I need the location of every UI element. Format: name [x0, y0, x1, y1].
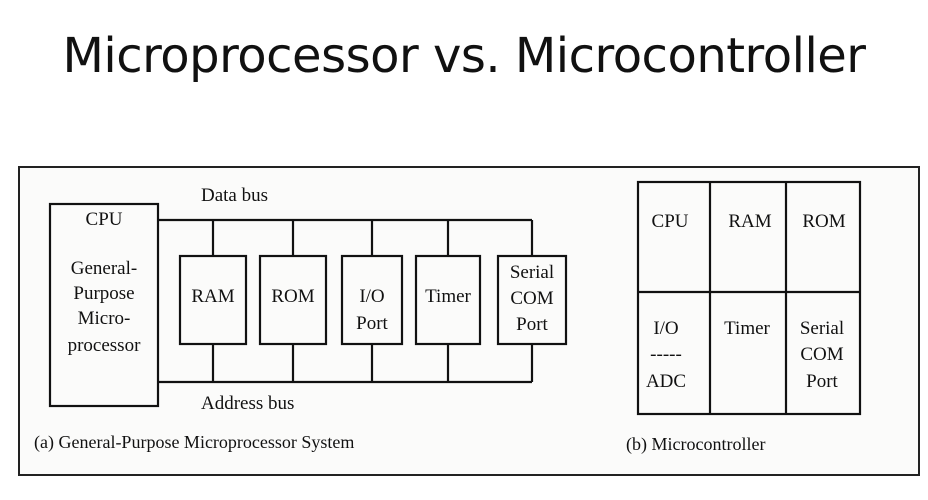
data-bus-label: Data bus	[201, 185, 268, 206]
caption-a: (a) General-Purpose Microprocessor Syste…	[34, 432, 354, 453]
mcu-timer-label: Timer	[724, 318, 770, 339]
timer-label: Timer	[425, 286, 471, 307]
mcu-io-line3: ADC	[646, 371, 686, 392]
serial-line1: Serial	[510, 262, 554, 283]
cpu-label: CPU	[86, 209, 123, 230]
rom-label: ROM	[271, 286, 314, 307]
ram-box	[178, 254, 248, 346]
mcu-io-line1: I/O	[653, 318, 678, 339]
caption-b: (b) Microcontroller	[626, 434, 765, 455]
serial-line2: COM	[510, 288, 553, 309]
comparison-figure: CPU General- Purpose Micro- processor Da…	[18, 166, 920, 476]
io-port-box	[340, 254, 404, 346]
diagram-canvas: CPU General- Purpose Micro- processor Da…	[34, 180, 862, 455]
rom-box	[258, 254, 328, 346]
serial-line3: Port	[516, 314, 548, 335]
address-bus-label: Address bus	[201, 393, 294, 414]
mcu-serial-line2: COM	[800, 344, 843, 365]
cpu-box	[48, 202, 160, 408]
microprocessor-system-diagram: CPU General- Purpose Micro- processor Da…	[34, 185, 568, 453]
ram-label: RAM	[191, 286, 234, 307]
mcu-serial-line3: Port	[806, 371, 838, 392]
mcu-cpu-label: CPU	[652, 211, 689, 232]
slide-title: Microprocessor vs. Microcontroller	[62, 28, 866, 84]
cpu-desc-line3: Micro-	[78, 308, 131, 329]
mcu-serial-line1: Serial	[800, 318, 844, 339]
microcontroller-diagram: CPU RAM ROM I/O ----- ADC Timer Serial C…	[626, 180, 862, 455]
mcu-ram-label: RAM	[728, 211, 771, 232]
mcu-rom-label: ROM	[802, 211, 845, 232]
microcontroller-chip-box	[636, 180, 862, 416]
cpu-desc-line4: processor	[68, 335, 141, 356]
serial-com-box	[496, 254, 568, 346]
io-port-line1: I/O	[359, 286, 384, 307]
io-port-line2: Port	[356, 313, 388, 334]
timer-box	[414, 254, 482, 346]
cpu-desc-line1: General-	[71, 258, 137, 279]
cpu-desc-line2: Purpose	[73, 283, 134, 304]
mcu-io-line2: -----	[650, 344, 682, 365]
